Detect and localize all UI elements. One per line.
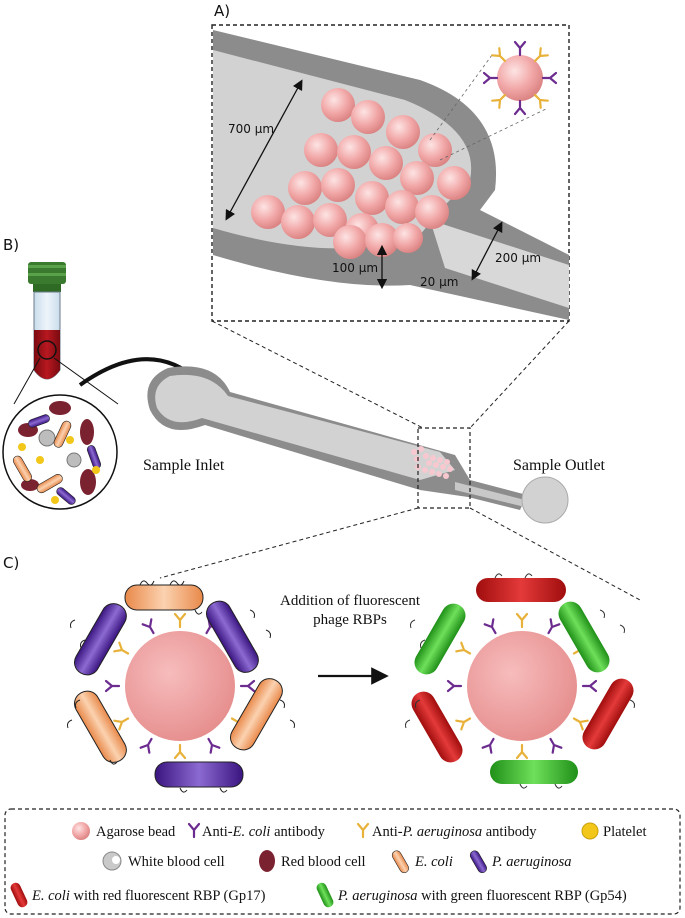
packed-beads	[251, 88, 471, 259]
microfluidic-chip	[147, 366, 569, 524]
chip-zoom-box	[417, 427, 471, 509]
dim-200-arrow	[471, 221, 503, 281]
dim-700-arrow	[225, 79, 303, 221]
sample-outlet-label: Sample Outlet	[513, 457, 606, 474]
legend-platelet-icon	[581, 822, 599, 840]
legend-red-blood-cell: Red blood cell	[281, 854, 366, 870]
bead-complex-before	[67, 580, 295, 793]
legend-ecoli: E. coli	[414, 854, 453, 870]
panel-label-b: B)	[3, 236, 19, 254]
sample-inlet-label: Sample Inlet	[143, 457, 225, 474]
bead-complex-after	[405, 573, 635, 789]
legend-platelet: Platelet	[603, 824, 647, 840]
dim-20-label: 20 µm	[420, 275, 458, 289]
blood-sample-zoom	[2, 394, 118, 510]
legend-anti-ecoli: Anti-E. coli antibody	[202, 824, 326, 840]
legend-pa-icon	[469, 850, 487, 874]
dim-700-label: 700 µm	[228, 122, 274, 136]
legend-ecoli-red: E. coli with red fluorescent RBP (Gp17)	[31, 888, 266, 904]
legend-agarose-bead: Agarose bead	[96, 824, 176, 840]
panel-label-c: C)	[3, 554, 19, 572]
legend-ecoli-icon	[391, 850, 409, 874]
legend-green-fluor-icon	[316, 882, 334, 908]
arrow-label-line1: Addition of fluorescent	[280, 593, 421, 609]
legend-red-fluor-icon	[10, 882, 28, 908]
panel-label-a: A)	[214, 2, 230, 20]
bead-inset	[482, 40, 558, 116]
legend-p-aeruginosa: P. aeruginosa	[491, 854, 572, 870]
legend-white-blood-cell: White blood cell	[128, 854, 225, 870]
legend-rbc-icon	[259, 850, 275, 872]
legend-bead-icon	[72, 822, 90, 840]
legend-box	[4, 808, 681, 915]
arrow-label-line2: phage RBPs	[313, 612, 387, 628]
dim-200-label: 200 µm	[495, 251, 541, 265]
blood-tube	[28, 262, 66, 380]
chamber-zoom: 700 µm 100 µm 20 µm 200 µm	[213, 30, 569, 320]
dim-100-label: 100 µm	[332, 261, 378, 275]
legend-pa-green: P. aeruginosa with green fluorescent RBP…	[337, 888, 627, 904]
legend-anti-pa: Anti-P. aeruginosa antibody	[372, 824, 537, 840]
